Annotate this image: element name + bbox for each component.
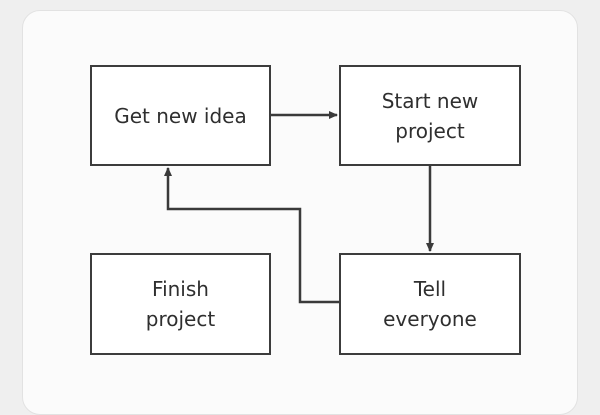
node-start-new-project-label: Start new project xyxy=(381,88,479,143)
connectors-layer xyxy=(164,111,434,304)
node-start-new-project: Start new project xyxy=(339,65,521,166)
node-finish-project-label: Finish project xyxy=(145,277,216,331)
arrow-tell-everyone-to-get-new-idea xyxy=(164,167,339,304)
node-finish-project: Finish project xyxy=(90,253,271,355)
node-tell-everyone: Tell everyone xyxy=(339,253,521,355)
node-get-new-idea-label: Get new idea xyxy=(114,103,247,128)
node-get-new-idea: Get new idea xyxy=(90,65,271,166)
node-tell-everyone-label: Tell everyone xyxy=(383,277,477,331)
flowchart: Get new idea Start new project Tell ever… xyxy=(90,65,521,355)
